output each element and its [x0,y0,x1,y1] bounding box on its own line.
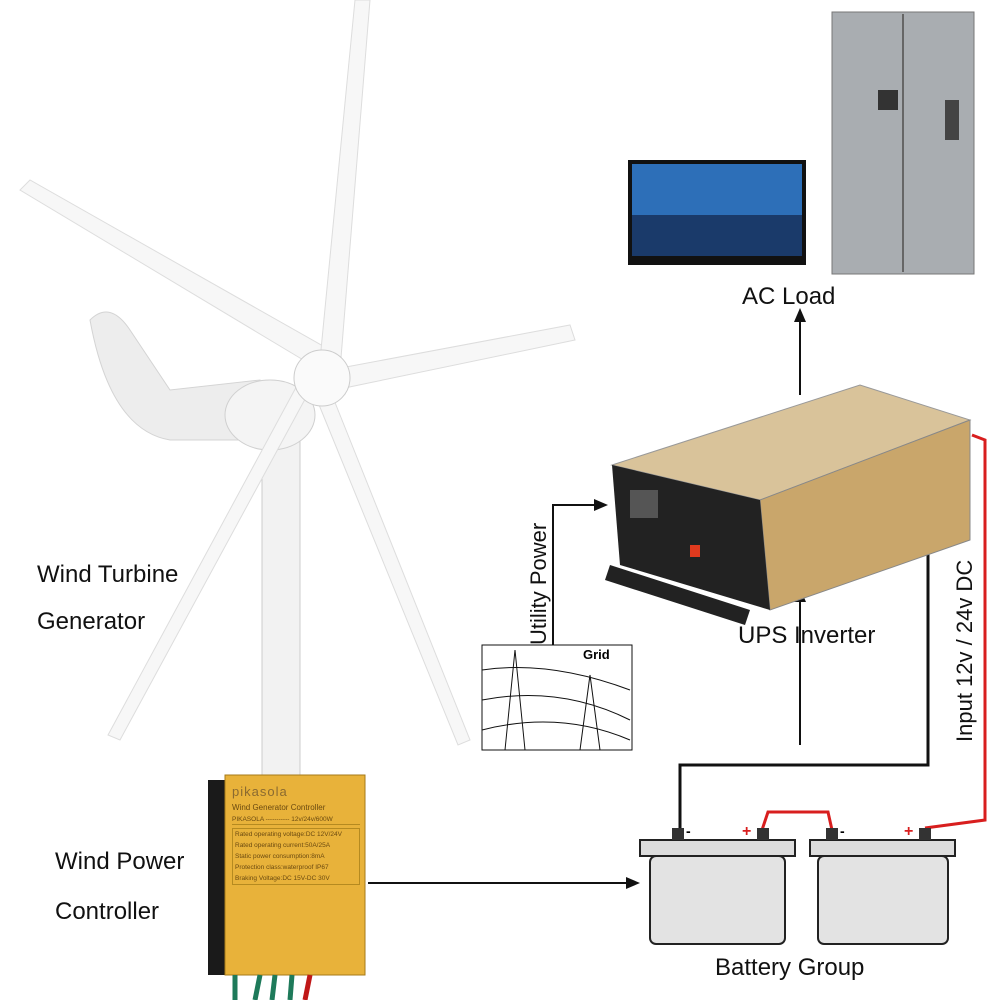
label-battery-group: Battery Group [715,954,865,981]
controller-spec: Protection class:waterproof IP67 [235,864,329,871]
label-wind-power: Wind Power [55,848,185,875]
controller-spec: Static power consumption:8mA [235,853,325,860]
controller-model: PIKASOLA ----------- 12v/24v/600W [232,815,360,825]
svg-text:-: - [840,823,845,839]
svg-text:-: - [686,823,691,839]
utility-power-line [552,504,600,645]
battery-group-illustration: + + - - [639,823,956,945]
label-ups-inverter: UPS Inverter [738,622,876,649]
tv-illustration [628,160,806,265]
wind-turbine-illustration [19,0,576,791]
label-grid: Grid [583,647,610,662]
ups-inverter-illustration [605,384,972,625]
controller-spec: Rated operating voltage:DC 12V/24V [235,831,342,838]
label-input-dc: Input 12v / 24v DC [952,559,977,742]
battery-jumper-wire [760,810,834,831]
label-wind-turbine: Wind Turbine [37,561,179,588]
wind-power-controller-illustration [208,774,366,1000]
label-ac-load: AC Load [742,283,836,310]
svg-text:+: + [742,823,751,840]
controller-spec: Braking Voltage:DC 15V-DC 30V [235,875,330,882]
label-generator: Generator [37,608,146,635]
refrigerator-illustration [831,11,975,275]
positive-wire [924,433,987,830]
controller-title: Wind Generator Controller [232,803,326,812]
negative-wire [678,500,930,828]
controller-brand: pikasola [232,784,288,799]
svg-text:+: + [904,823,913,840]
controller-nameplate: pikasola Wind Generator Controller PIKAS… [232,784,360,885]
label-controller: Controller [55,898,160,925]
grid-illustration [481,644,633,751]
controller-spec: Rated operating current:50A/25A [235,842,331,849]
label-utility-power: Utility Power [526,522,551,645]
